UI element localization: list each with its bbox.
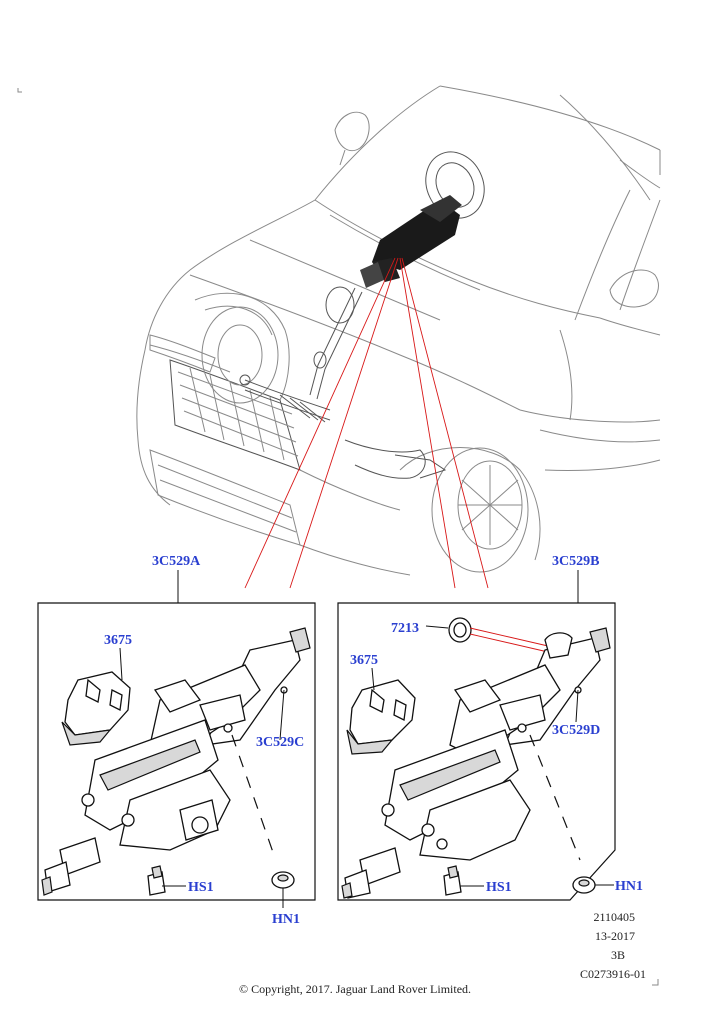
info-line-1: 2110405: [593, 910, 635, 924]
info-line-4: C0273916-01: [580, 967, 646, 981]
assembly-left-frame: [37, 602, 316, 901]
label-bracket-left: 3C529C: [256, 735, 304, 750]
label-bolt-right: HS1: [486, 880, 512, 895]
cover-part-right: [425, 617, 549, 653]
assembly-right: 3C529B 7213 3675 3C529D HS1 HN1: [337, 554, 643, 901]
label-switch-right: 3675: [350, 653, 378, 668]
copyright-text: © Copyright, 2017. Jaguar Land Rover Lim…: [239, 982, 471, 996]
label-nut-left: HN1: [272, 912, 300, 927]
label-bolt-left: HS1: [188, 880, 214, 895]
bolt-part-left: [147, 865, 186, 896]
info-line-2: 13-2017: [595, 929, 635, 943]
column-part-right: [341, 627, 611, 899]
label-assembly-left: 3C529A: [152, 554, 201, 569]
nut-part-left: [271, 871, 295, 908]
info-line-3: 3B: [611, 948, 625, 962]
label-cover-right: 7213: [391, 621, 419, 636]
label-bracket-right: 3C529D: [552, 723, 600, 738]
pointer-lines: [244, 257, 489, 589]
assembly-left: 3C529A 3675 3C529C HS1 HN1: [37, 554, 316, 927]
label-nut-right: HN1: [615, 879, 643, 894]
drawing-info: 2110405 13-2017 3B C0273916-01: [580, 910, 659, 986]
assembly-right-frame: [337, 602, 616, 901]
switch-part-left: [61, 647, 131, 746]
nut-part-right: [572, 876, 614, 894]
bolt-part-right: [443, 865, 484, 896]
vehicle-overview-sketch: [17, 85, 661, 576]
switch-part-right: [346, 667, 416, 755]
label-assembly-right: 3C529B: [552, 554, 599, 569]
column-part-left: [41, 627, 311, 896]
label-switch-left: 3675: [104, 633, 132, 648]
